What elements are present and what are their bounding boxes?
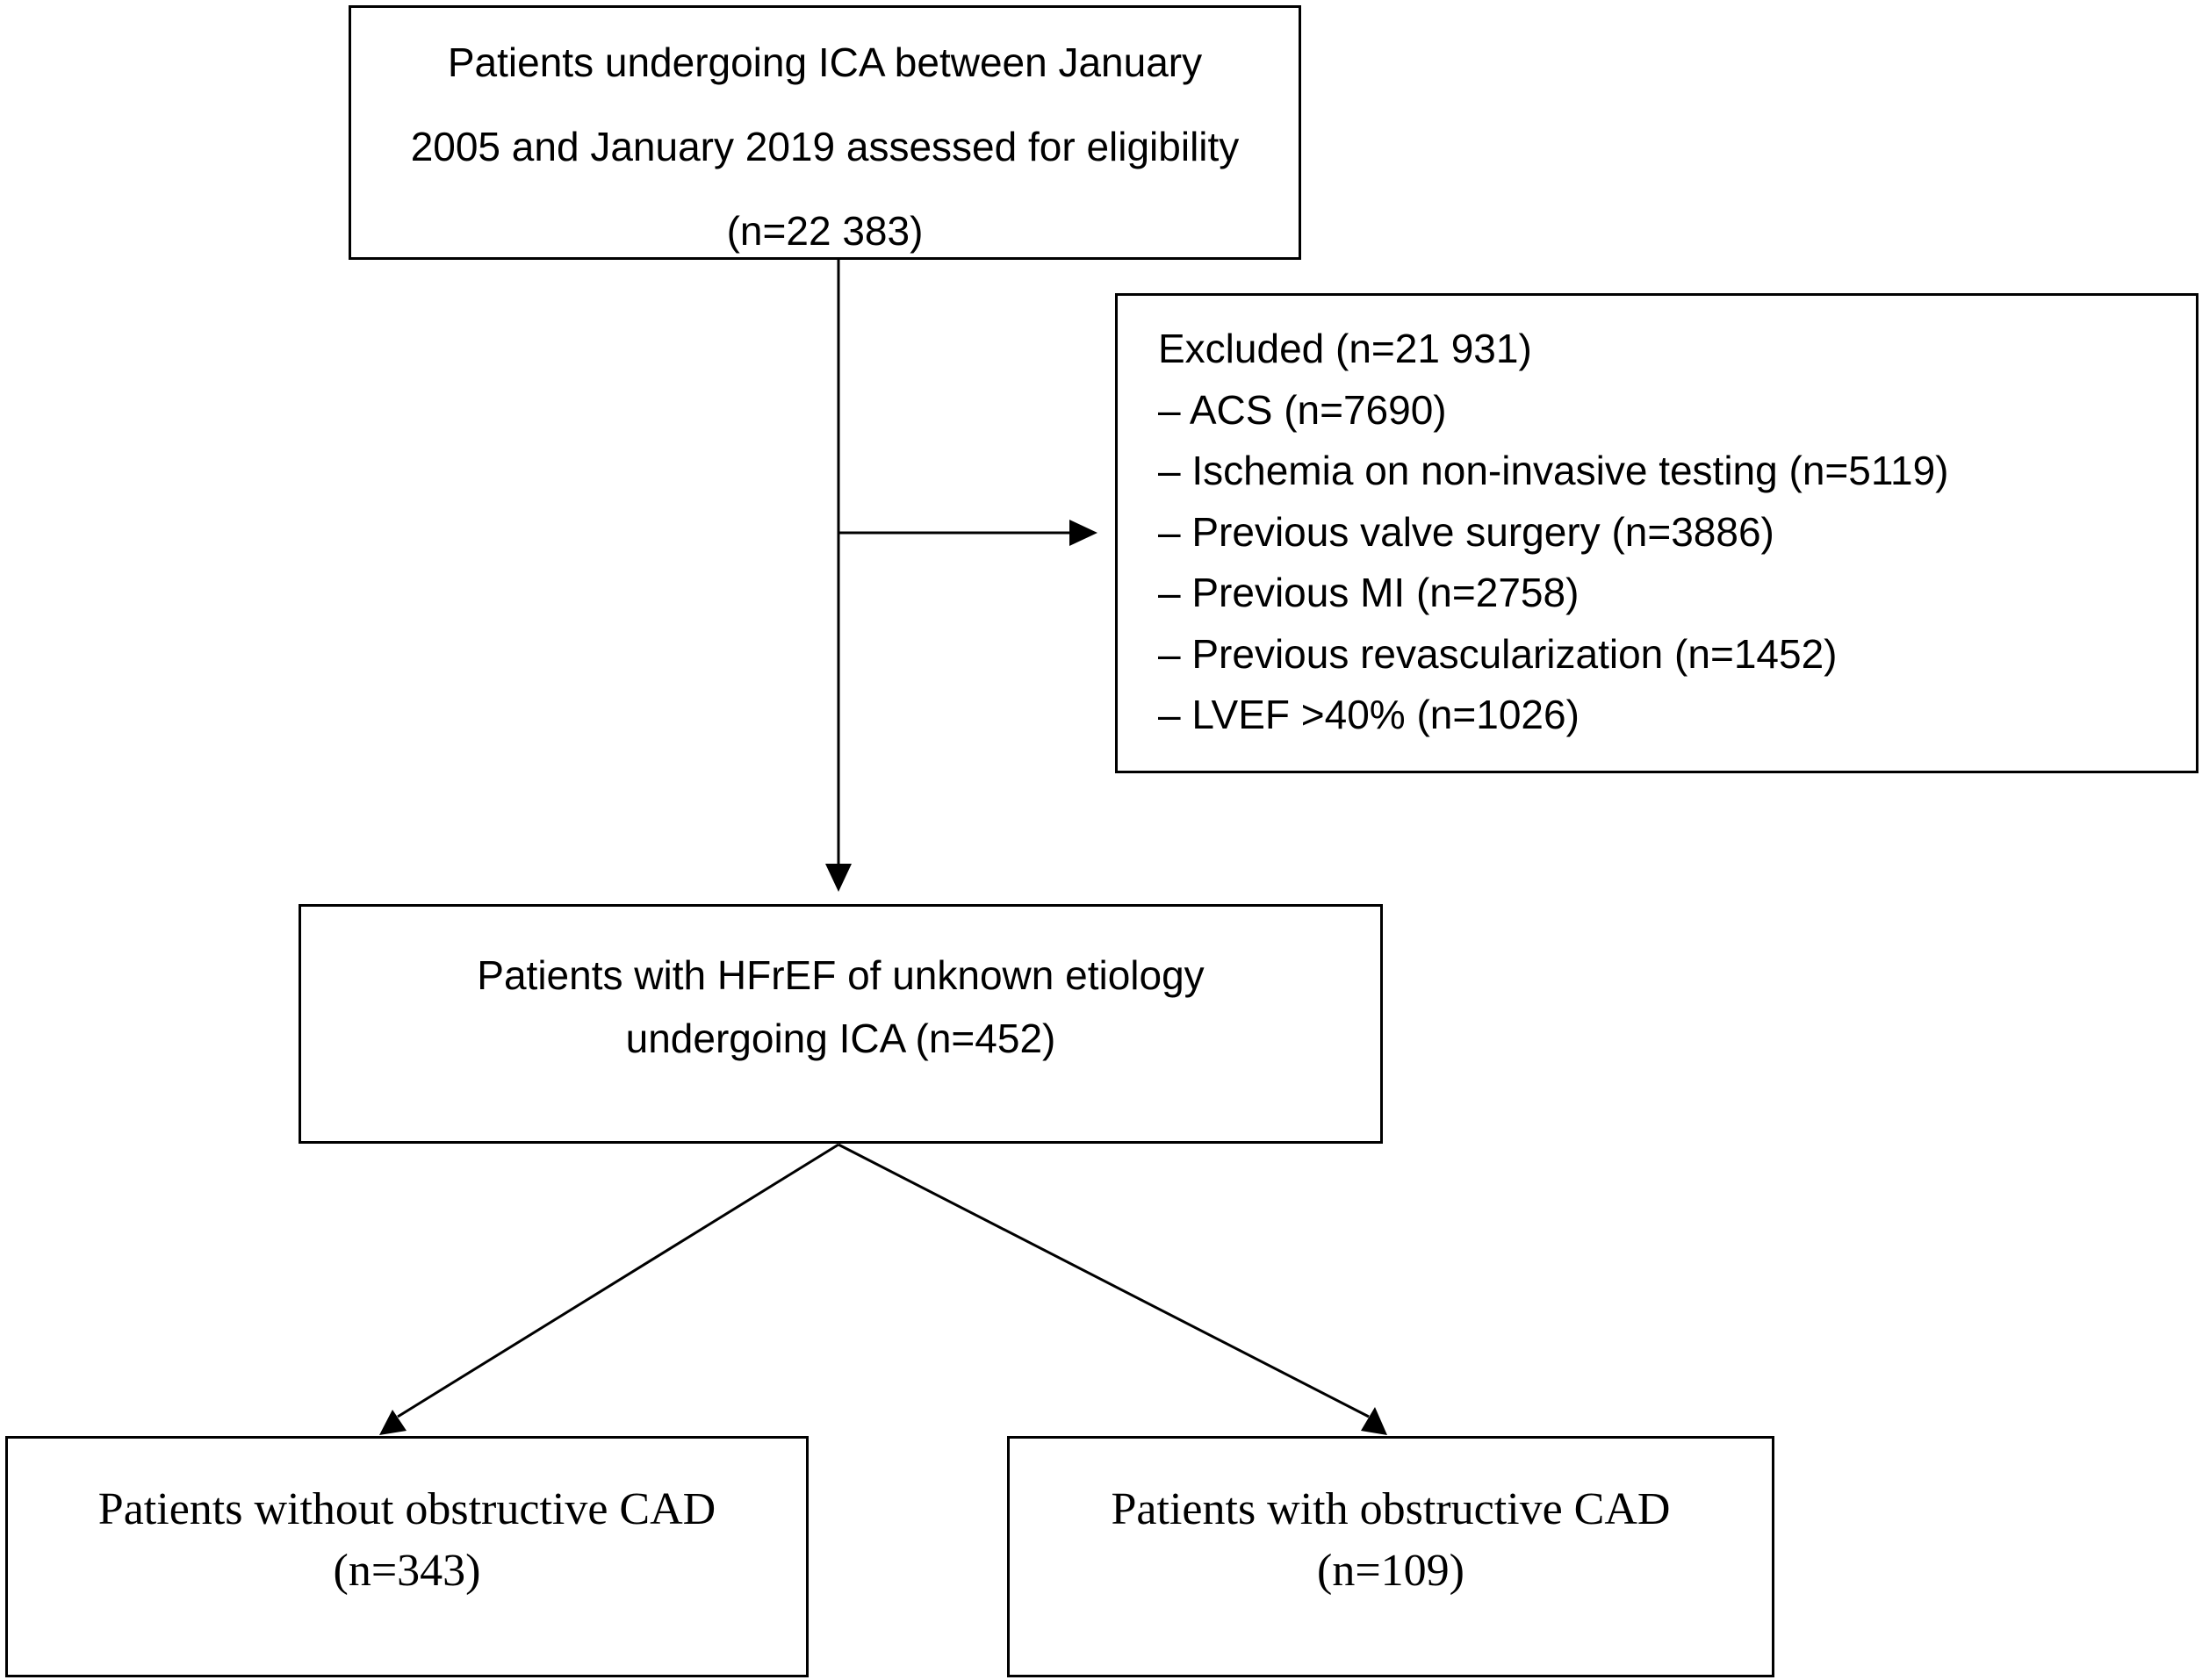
no-cad-label: Patients without obstructive CAD	[97, 1484, 716, 1534]
excluded-item-valve-surgery: – Previous valve surgery (n=3886)	[1158, 508, 1774, 555]
eligibility-count: (n=22 383)	[726, 208, 924, 254]
excluded-item-mi: – Previous MI (n=2758)	[1158, 570, 1580, 615]
eligibility-box: Patients undergoing ICA between January …	[349, 5, 1301, 260]
excluded-title: Excluded (n=21 931)	[1158, 326, 1532, 371]
arrow-to-hfref	[825, 864, 852, 892]
right-branch-line	[838, 1143, 1370, 1418]
arrow-to-excluded	[1069, 520, 1097, 546]
cad-label: Patients with obstructive CAD	[1111, 1484, 1671, 1534]
excluded-box: Excluded (n=21 931) – ACS (n=7690) – Isc…	[1115, 293, 2198, 773]
eligibility-line-1: Patients undergoing ICA between January	[447, 39, 1203, 85]
cad-count: (n=109)	[1317, 1546, 1464, 1596]
left-branch-line	[397, 1143, 839, 1418]
excluded-item-ischemia: – Ischemia on non-invasive testing (n=51…	[1158, 448, 1949, 493]
arrow-to-no-cad	[379, 1410, 407, 1435]
excluded-item-lvef: – LVEF >40% (n=1026)	[1158, 692, 1580, 737]
no-obstructive-cad-box: Patients without obstructive CAD (n=343)	[5, 1436, 809, 1677]
obstructive-cad-box: Patients with obstructive CAD (n=109)	[1007, 1436, 1774, 1677]
excluded-item-acs: – ACS (n=7690)	[1158, 386, 1447, 433]
arrow-to-cad	[1361, 1407, 1387, 1435]
eligibility-line-2: 2005 and January 2019 assessed for eligi…	[410, 124, 1240, 169]
hfref-box: Patients with HFrEF of unknown etiology …	[299, 904, 1383, 1144]
no-cad-count: (n=343)	[333, 1546, 481, 1596]
hfref-line-1: Patients with HFrEF of unknown etiology	[477, 952, 1205, 998]
hfref-line-2: undergoing ICA (n=452)	[625, 1016, 1056, 1061]
excluded-item-revascularization: – Previous revascularization (n=1452)	[1158, 630, 1838, 677]
